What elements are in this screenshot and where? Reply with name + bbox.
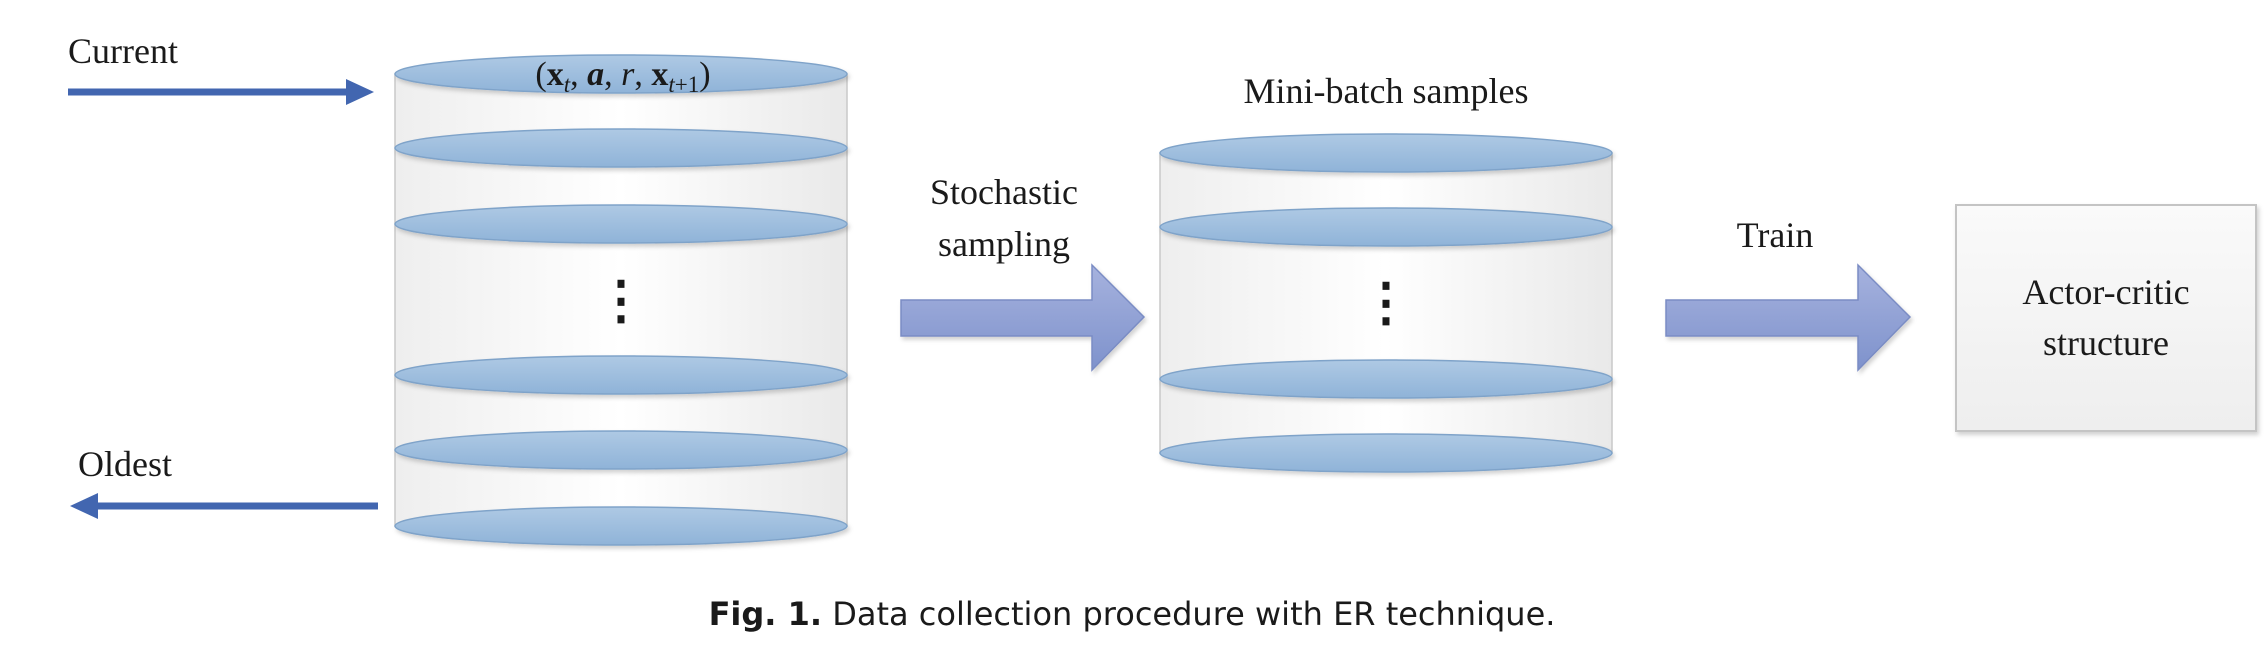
stochastic-sampling-arrow: Stochastic sampling (900, 172, 1146, 372)
mini-batch-top-ellipse (1159, 133, 1613, 173)
buffer-top-ellipse (394, 54, 848, 94)
buffer-slot-ellipse (394, 204, 848, 244)
oldest-output: Oldest (70, 444, 378, 519)
caption-body: Data collection procedure with ER techni… (832, 595, 1555, 633)
stochastic-block-arrow (900, 263, 1146, 372)
caption-prefix: Fig. 1. (709, 595, 822, 633)
replay-buffer-cylinder: (xt, a, r, xt+1) ⋮ (394, 54, 848, 546)
mini-batch-vertical-ellipsis: ⋮ (1360, 275, 1412, 332)
buffer-slot-ellipse (394, 128, 848, 168)
buffer-slot-ellipse (394, 430, 848, 470)
current-input: Current (68, 31, 374, 105)
mini-batch-body (1159, 152, 1613, 454)
actor-critic-label-line2: structure (2043, 323, 2169, 363)
mini-batch-cylinder: Mini-batch samples ⋮ (1159, 71, 1613, 473)
mini-batch-slot-ellipse (1159, 433, 1613, 473)
buffer-vertical-ellipsis: ⋮ (595, 273, 647, 330)
mini-batch-slot-ellipse (1159, 207, 1613, 247)
current-label: Current (68, 31, 178, 71)
buffer-slot-ellipse (394, 506, 848, 546)
train-block-arrow (1665, 263, 1912, 372)
buffer-slot-ellipse (394, 355, 848, 395)
stochastic-label-line1: Stochastic (930, 172, 1078, 212)
mini-batch-label: Mini-batch samples (1244, 71, 1529, 111)
actor-critic-box: Actor-critic structure (1955, 204, 2257, 432)
oldest-arrow-head (70, 493, 98, 519)
caption-text: Fig. 1. Data collection procedure with E… (709, 595, 1556, 633)
train-label: Train (1737, 215, 1814, 255)
oldest-label: Oldest (78, 444, 172, 484)
figure-caption: Fig. 1. Data collection procedure with E… (709, 595, 1556, 633)
train-arrow: Train (1665, 215, 1912, 372)
current-arrow-head (346, 79, 374, 105)
mini-batch-slot-ellipse (1159, 359, 1613, 399)
stochastic-label-line2: sampling (938, 224, 1070, 264)
transition-tuple: (xt, a, r, xt+1) (535, 56, 710, 97)
actor-critic-rect (1955, 204, 2257, 432)
actor-critic-label-line1: Actor-critic (2022, 272, 2189, 312)
